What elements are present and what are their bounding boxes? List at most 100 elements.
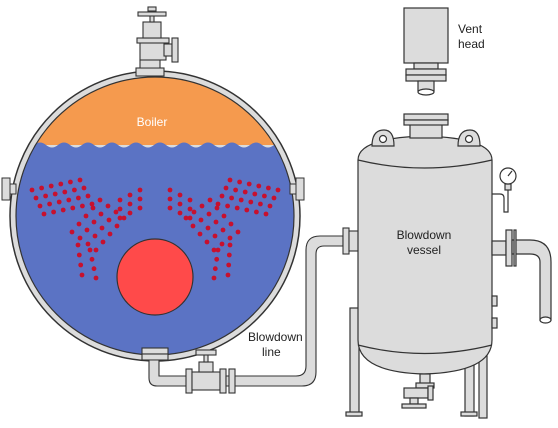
fire-tube: [121, 215, 127, 221]
vessel-outlet-pipe: [511, 239, 552, 321]
blowdown-line-flange: [228, 368, 236, 394]
fire-tube: [78, 262, 84, 268]
fire-tube: [84, 227, 90, 233]
fire-tube: [87, 247, 93, 253]
fire-tube: [77, 235, 83, 241]
fire-tube: [258, 201, 263, 207]
gauge-needle: [507, 170, 513, 177]
vessel-lug-left-hole: [378, 134, 388, 144]
fire-tube: [213, 219, 219, 225]
fire-tube: [214, 256, 220, 262]
fire-tube: [211, 247, 217, 253]
fire-tube: [76, 252, 82, 258]
vessel-side-fitting-2: [491, 317, 498, 329]
top-valve-base-flange: [135, 67, 165, 77]
fire-tube: [85, 241, 91, 247]
vent-head-label-2: head: [458, 37, 485, 51]
gauge-stem: [504, 183, 512, 191]
vessel-foot-right: [460, 411, 478, 417]
fire-tube: [187, 197, 193, 203]
fire-tube: [199, 203, 205, 209]
fire-tube: [81, 185, 87, 191]
vent-head: [403, 7, 449, 96]
vent-head-neck: [413, 62, 439, 70]
fire-tube: [187, 206, 193, 212]
fire-tube: [114, 223, 120, 229]
fire-tube: [226, 262, 232, 268]
fire-tube: [93, 247, 99, 253]
fire-tube: [266, 185, 271, 191]
drain-valve-bonnet: [409, 397, 419, 405]
blowdown-valve: [185, 349, 227, 394]
fire-tube: [80, 203, 85, 209]
blowdown-valve-outlet-flange: [219, 368, 227, 394]
fire-tube: [207, 197, 213, 203]
fire-tube: [52, 191, 58, 197]
fire-tube: [93, 275, 99, 281]
fire-tube: [215, 247, 221, 253]
top-valve-bonnet: [142, 21, 162, 39]
fire-tube: [219, 241, 225, 247]
fire-tube: [225, 272, 231, 278]
vessel-lug-right-hole: [464, 134, 474, 144]
boiler-left-nozzle: [1, 177, 11, 201]
fire-tube: [225, 203, 231, 209]
boiler-bottom-outlet: [141, 347, 191, 387]
fire-tube: [235, 229, 241, 235]
blowdown-valve-inlet-flange: [185, 368, 193, 394]
fire-tube: [256, 183, 262, 189]
fire-tube: [77, 177, 83, 183]
fire-tube: [212, 266, 218, 272]
fire-tube: [204, 239, 210, 245]
fire-tube: [69, 229, 75, 235]
drain-valve-handwheel: [401, 403, 427, 409]
fire-tube: [223, 185, 229, 191]
fire-tube: [137, 205, 143, 211]
fire-tube: [60, 207, 66, 213]
vessel-inlet-flange: [342, 227, 350, 255]
fire-tube: [267, 203, 273, 209]
fire-tube: [227, 177, 233, 183]
vessel-label-1: Blowdown: [397, 228, 452, 242]
vessel-top-flange-lower: [403, 119, 449, 126]
fire-tube: [233, 187, 239, 193]
fire-tube: [85, 193, 91, 199]
fire-tube: [271, 195, 277, 201]
fire-tube: [275, 187, 281, 193]
fire-tube: [177, 210, 183, 216]
fire-tube: [91, 266, 97, 272]
fire-tube: [127, 210, 133, 216]
furnace-tube: [116, 238, 194, 316]
fire-tube: [62, 189, 68, 195]
steam-space: [16, 77, 294, 145]
top-valve-body: [139, 41, 167, 61]
fire-tube: [221, 213, 227, 219]
fire-tube: [219, 193, 225, 199]
fire-tube: [48, 183, 54, 189]
blowdown-valve-handwheel: [195, 349, 217, 356]
top-valve-bonnet-flange: [136, 37, 170, 44]
vessel-outlet-pipe-end: [539, 316, 552, 324]
vent-head-outlet-end: [417, 88, 435, 96]
fire-tube: [263, 211, 269, 217]
fire-tube: [47, 201, 52, 207]
fire-tube: [70, 205, 76, 211]
fire-tube: [183, 215, 189, 221]
vessel-outlet-nozzle: [491, 240, 507, 256]
fire-tube: [68, 179, 73, 185]
fire-tubes: [29, 177, 281, 281]
top-valve-nut: [147, 6, 157, 12]
fire-tube: [105, 203, 111, 209]
fire-tube: [212, 233, 218, 239]
fire-tube: [37, 203, 43, 209]
fire-tube: [187, 215, 193, 221]
vessel-top-flange-upper: [403, 113, 449, 121]
boiler-label: Boiler: [137, 115, 168, 129]
fire-tube: [98, 211, 104, 217]
bottom-outlet-flange-top: [141, 347, 169, 355]
fire-tube: [227, 235, 233, 241]
fire-tube: [43, 193, 48, 199]
fire-tube: [137, 187, 143, 193]
fire-tube: [228, 221, 234, 227]
